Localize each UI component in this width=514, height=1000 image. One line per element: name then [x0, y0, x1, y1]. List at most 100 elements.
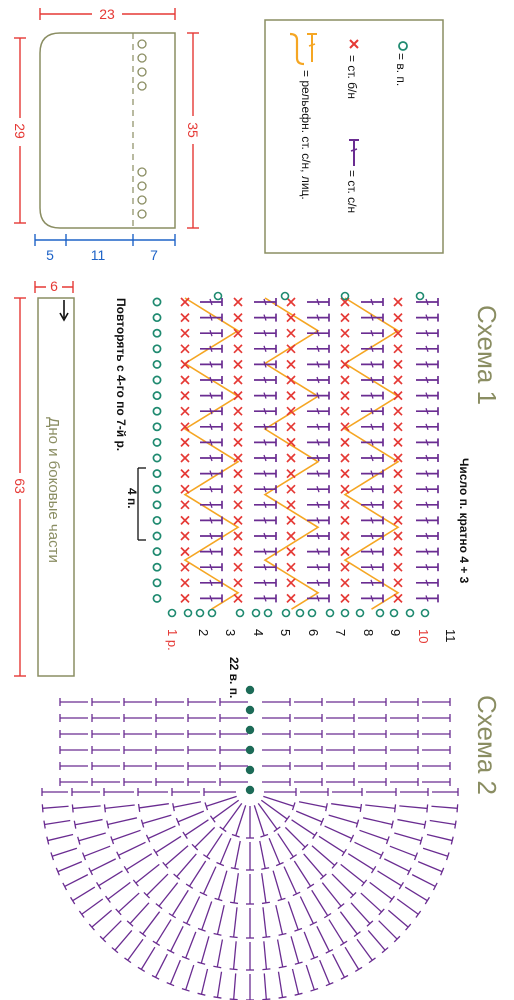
- button-hole-circle: [137, 181, 147, 191]
- dc-stitch: [307, 344, 330, 353]
- sc-stitch: [233, 453, 243, 463]
- dc-stitch: [361, 485, 384, 494]
- sc-stitch: [180, 578, 190, 588]
- dc-stitch: [199, 866, 217, 897]
- dc-stitch: [404, 886, 430, 905]
- legend-relief-text: = рельефн. ст. с/н, лиц.: [299, 70, 313, 200]
- relief-zigzag: [183, 297, 240, 610]
- chain-dot: [245, 725, 255, 735]
- dc-stitch: [362, 817, 394, 829]
- dc-stitch: [139, 911, 161, 937]
- dc-stitch: [200, 532, 223, 540]
- dc-stitch: [187, 698, 216, 706]
- button-hole-circle: [137, 81, 147, 91]
- dc-stitch: [416, 407, 439, 416]
- dc-stitch: [426, 833, 454, 845]
- chain-stitch: [152, 328, 162, 338]
- row-label-3: 3: [223, 629, 238, 636]
- chain-stitch: [152, 422, 162, 432]
- dc-stitch: [287, 901, 303, 932]
- dc-stitch: [137, 803, 169, 812]
- dc-stitch: [422, 847, 450, 861]
- dc-stitch: [200, 438, 223, 447]
- dc-stitch: [162, 845, 189, 869]
- dc-stitch: [389, 845, 419, 861]
- dc-stitch: [275, 904, 287, 936]
- dc-stitch: [361, 516, 384, 525]
- dc-stitch: [166, 925, 184, 954]
- dc-stitch: [88, 858, 117, 876]
- dc-stitch: [182, 896, 201, 926]
- dc-stitch: [358, 730, 387, 738]
- schema1-multiple-note: Число п. кратно 4 + 3: [457, 458, 471, 584]
- dc-stitch: [416, 594, 439, 603]
- dc-stitch: [214, 870, 228, 902]
- sc-stitch: [340, 312, 350, 323]
- dc-stitch: [307, 547, 330, 556]
- dc-stitch: [422, 730, 451, 738]
- dc-symbol-icon: [349, 139, 359, 166]
- sc-stitch: [233, 500, 243, 510]
- dc-stitch: [168, 889, 189, 919]
- dc-stitch: [123, 762, 152, 770]
- dc-stitch: [231, 805, 247, 838]
- dc-stitch: [307, 376, 330, 384]
- dc-stitch: [307, 578, 330, 587]
- dc-stitch: [155, 730, 184, 738]
- dc-stitch: [175, 810, 205, 826]
- chain-stitch: [152, 391, 162, 401]
- sc-stitch: [180, 546, 190, 557]
- dc-stitch: [191, 826, 216, 851]
- dc-stitch: [399, 804, 429, 813]
- sc-stitch: [180, 562, 190, 572]
- dc-stitch: [361, 298, 384, 306]
- dc-stitch: [260, 799, 291, 823]
- chain-stitch: [152, 500, 162, 510]
- dc-stitch: [123, 714, 152, 722]
- chain-stitch: [152, 344, 162, 354]
- dc-stitch: [230, 840, 241, 870]
- chain-stitch: [152, 453, 162, 463]
- dc-stitch: [394, 832, 423, 845]
- dc-stitch: [246, 842, 254, 871]
- dc-stitch: [59, 714, 88, 722]
- row-label-8: 8: [361, 629, 376, 636]
- dc-stitch: [88, 909, 113, 931]
- row-label-10: 10: [416, 629, 431, 643]
- dc-stitch: [416, 578, 439, 587]
- button-hole-circle: [137, 67, 147, 77]
- dc-stitch: [59, 778, 88, 786]
- base-chain: [183, 608, 193, 618]
- row-label-4: 4: [251, 629, 266, 636]
- sc-stitch: [286, 312, 296, 323]
- sc-stitch: [233, 515, 243, 526]
- dc-stitch: [422, 762, 451, 770]
- dc-stitch: [307, 313, 330, 322]
- base-chain: [405, 608, 415, 618]
- dc-stitch: [132, 863, 160, 887]
- dc-stitch: [254, 298, 277, 306]
- base-chain: [251, 608, 261, 618]
- pattern-outline: [39, 32, 176, 229]
- dc-stitch: [307, 532, 330, 540]
- dc-stitch: [360, 892, 385, 916]
- sc-stitch: [286, 531, 296, 541]
- dc-stitch: [140, 814, 172, 828]
- dc-stitch: [153, 835, 182, 857]
- dc-stitch: [307, 360, 330, 369]
- sc-stitch: [233, 344, 243, 354]
- dc-stitch: [422, 698, 451, 706]
- dc-stitch: [91, 746, 120, 754]
- dc-stitch: [291, 819, 318, 840]
- dc-stitch: [326, 746, 355, 754]
- base-chain: [207, 608, 217, 618]
- dc-stitch: [254, 329, 277, 338]
- chain-stitch: [152, 375, 162, 385]
- dc-stitch: [254, 563, 277, 572]
- chain-stitch: [152, 313, 162, 323]
- dc-stitch: [143, 873, 169, 899]
- chain-dot: [245, 785, 255, 795]
- dc-stitch: [200, 344, 223, 353]
- dc-stitch: [262, 746, 291, 754]
- dc-stitch: [358, 746, 387, 754]
